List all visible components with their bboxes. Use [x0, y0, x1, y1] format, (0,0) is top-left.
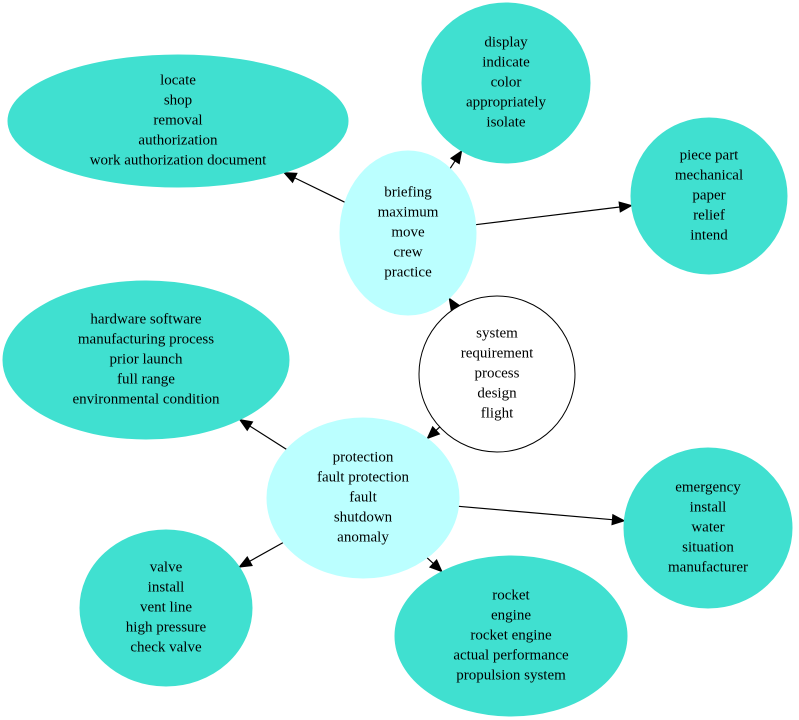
node-label-line: design — [477, 385, 517, 401]
edge-protection-to-hardware — [238, 418, 288, 450]
node-label-line: work authorization document — [90, 152, 267, 168]
node-label-line: relief — [693, 207, 725, 223]
node-emergency: emergency install water situation manufactur… — [623, 447, 793, 609]
node-shape — [623, 447, 793, 609]
node-shape — [394, 555, 628, 717]
edge-root-to-protection — [426, 425, 441, 440]
node-label-line: system — [476, 325, 518, 341]
node-label-line: anomaly — [337, 529, 389, 545]
node-shape — [266, 417, 460, 579]
node-shape — [630, 117, 788, 275]
node-label-line: install — [690, 499, 727, 515]
node-locate: locate shop removal authorization work autho… — [7, 54, 349, 188]
node-label-line: install — [148, 579, 185, 595]
node-label-line: move — [391, 224, 425, 240]
node-label-line: fault protection — [317, 469, 410, 485]
node-protection: protection fault protection fault shutdown a… — [266, 417, 460, 579]
edge-protection-to-emergency — [458, 505, 626, 526]
arrowhead-icon — [449, 149, 463, 165]
node-label-line: manufacturing process — [78, 331, 214, 347]
edge-line — [475, 206, 620, 226]
edge-briefing-to-display — [449, 149, 463, 169]
node-label-line: vent line — [140, 599, 192, 615]
node-label-line: manufacturer — [668, 559, 748, 575]
node-label-line: water — [691, 519, 724, 535]
node-shape — [2, 280, 290, 440]
arrowhead-icon — [618, 201, 633, 213]
node-label-line: crew — [393, 244, 422, 260]
node-label-line: rocket — [492, 587, 530, 603]
node-label-line: appropriately — [466, 94, 546, 110]
node-label-line: valve — [150, 559, 183, 575]
edge-protection-to-rocket — [426, 557, 443, 573]
node-label-line: piece part — [680, 147, 740, 163]
node-label-line: check valve — [130, 639, 202, 655]
node-label-line: hardware software — [90, 311, 202, 327]
node-label-line: propulsion system — [456, 667, 566, 683]
node-label-line: authorization — [138, 132, 218, 148]
node-briefing: briefing maximum move crew practice — [339, 150, 477, 316]
node-valve: valve install vent line high pressure check … — [79, 529, 253, 687]
edge-protection-to-valve — [238, 542, 284, 568]
arrowhead-icon — [426, 425, 441, 440]
node-label-line: indicate — [482, 54, 530, 70]
node-label-line: flight — [481, 405, 514, 421]
edge-briefing-to-locate — [282, 172, 346, 203]
node-shape — [339, 150, 477, 316]
node-label-line: process — [475, 365, 520, 381]
node-label-line: color — [491, 74, 522, 90]
node-label-line: intend — [690, 227, 728, 243]
node-label-line: prior launch — [110, 351, 183, 367]
node-label-line: paper — [692, 187, 725, 203]
edge-line — [294, 177, 346, 203]
node-label-line: shutdown — [334, 509, 393, 525]
node-label-line: requirement — [461, 345, 534, 361]
node-root: system requirement process design flight — [418, 295, 576, 453]
edge-line — [249, 542, 284, 562]
node-label-line: actual performance — [453, 647, 569, 663]
node-label-line: removal — [153, 112, 202, 128]
node-label-line: emergency — [675, 479, 741, 495]
node-label-line: environmental condition — [72, 391, 220, 407]
node-label-line: full range — [117, 371, 175, 387]
node-label-line: protection — [333, 449, 394, 465]
node-label-line: high pressure — [126, 619, 207, 635]
node-label-line: isolate — [486, 114, 525, 130]
node-piece: piece part mechanical paper relief intend — [630, 117, 788, 275]
node-label-line: mechanical — [675, 167, 743, 183]
arrowhead-icon — [611, 513, 626, 526]
edge-line — [249, 425, 288, 450]
node-label-line: rocket engine — [470, 627, 552, 643]
node-label-line: maximum — [378, 204, 439, 220]
node-display: display indicate color appropriately isolate — [421, 2, 591, 164]
node-label-line: display — [484, 34, 528, 50]
arrowhead-icon — [238, 555, 253, 568]
node-label-line: practice — [384, 264, 432, 280]
node-shape — [7, 54, 349, 188]
node-hardware: hardware software manufacturing process pr… — [2, 280, 290, 440]
node-label-line: briefing — [384, 184, 432, 200]
arrowhead-icon — [282, 172, 298, 184]
edge-line — [426, 557, 434, 564]
node-shape — [421, 2, 591, 164]
edge-line — [435, 426, 441, 431]
node-rocket: rocket engine rocket engine actual performa… — [394, 555, 628, 717]
edges-layer — [238, 149, 633, 573]
node-label-line: locate — [160, 72, 196, 88]
node-label-line: fault — [349, 489, 377, 505]
node-shape — [79, 529, 253, 687]
arrowhead-icon — [428, 558, 443, 573]
node-label-line: engine — [491, 607, 531, 623]
edge-line — [449, 160, 456, 169]
arrowhead-icon — [238, 418, 254, 432]
node-label-line: shop — [164, 92, 192, 108]
edge-line — [458, 505, 613, 521]
edge-briefing-to-piece — [475, 201, 633, 226]
node-label-line: situation — [682, 539, 734, 555]
node-shape — [418, 295, 576, 453]
